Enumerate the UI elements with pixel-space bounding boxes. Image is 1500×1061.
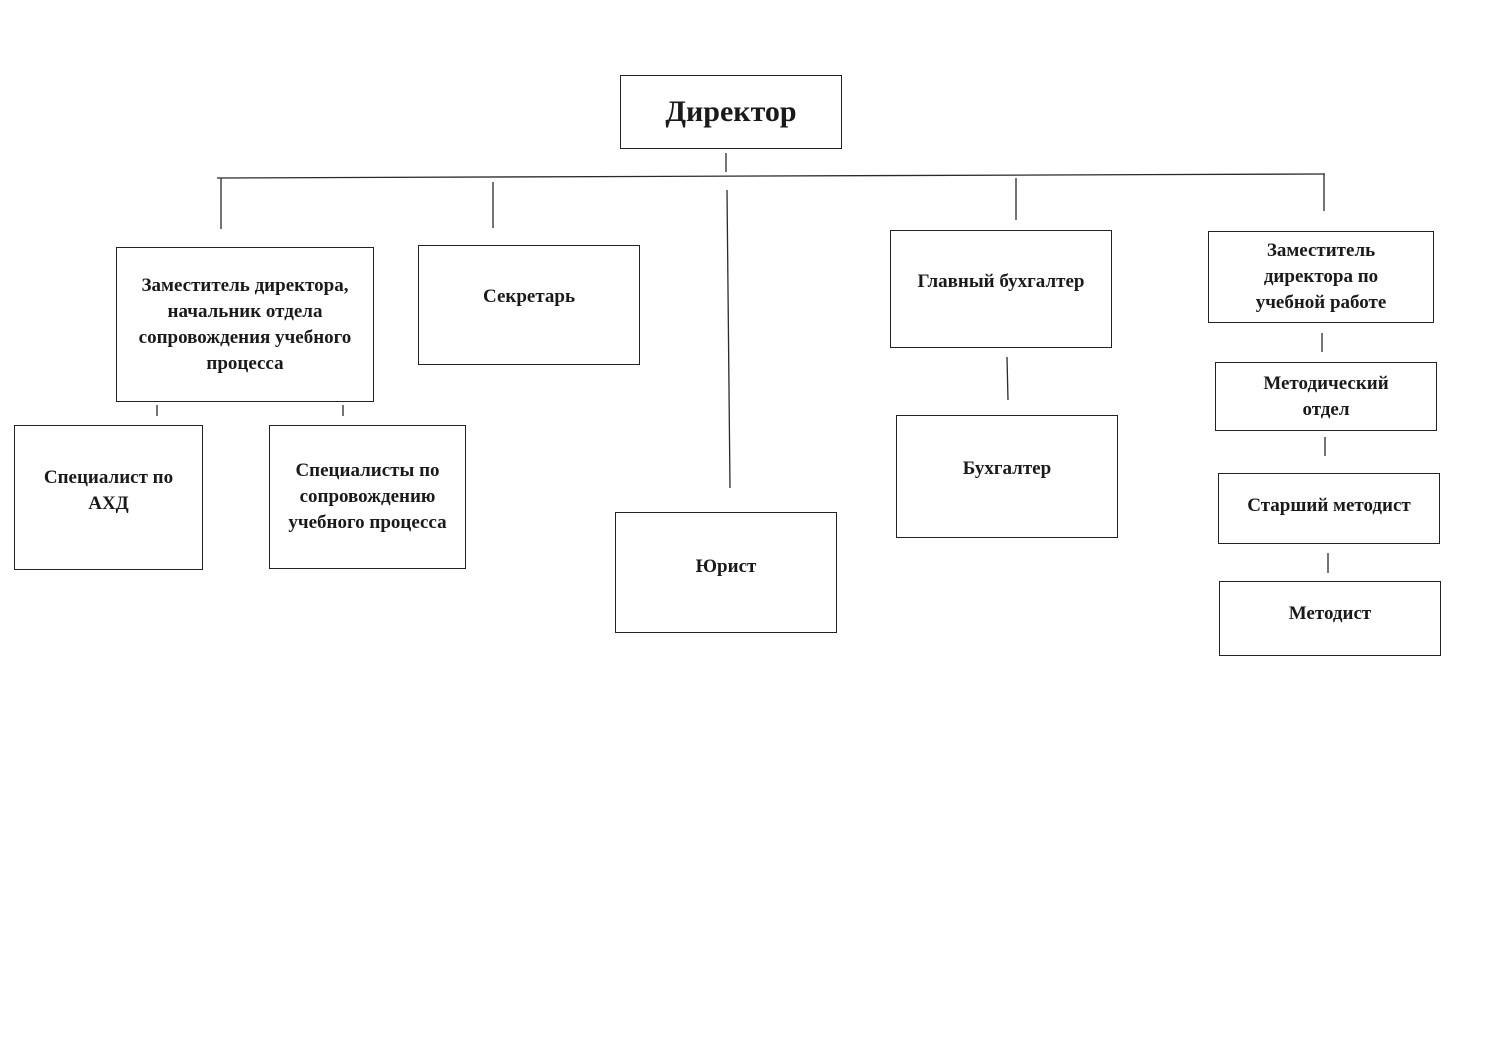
box-accountant: Бухгалтер: [896, 415, 1118, 538]
box-chief-accountant: Главный бухгалтер: [890, 230, 1112, 348]
box-director: Директор: [620, 75, 842, 149]
label-accountant: Бухгалтер: [962, 457, 1052, 479]
connector-to-accountant: [1006, 356, 1009, 401]
label-methodist: Методист: [1288, 602, 1372, 624]
box-deputy-support: Заместитель директора, начальник отдела …: [116, 247, 374, 402]
connector-main-bus: [216, 173, 1326, 179]
label-chief-accountant: Главный бухгалтер: [917, 271, 1085, 292]
label-lawyer: Юрист: [695, 555, 757, 577]
box-methodist: Методист: [1219, 581, 1441, 656]
connector-to-lawyer: [726, 189, 731, 489]
box-specialist-ahd: Специалист по АХД: [14, 425, 203, 570]
box-lawyer: Юрист: [615, 512, 837, 633]
label-deputy-support: Заместитель директора, начальник отдела …: [138, 274, 352, 374]
label-secretary: Секретарь: [482, 286, 575, 307]
label-specialists-support: Специалисты по сопровождению учебного пр…: [288, 460, 447, 533]
label-methodical-dept: Методический отдел: [1263, 372, 1389, 420]
box-secretary: Секретарь: [418, 245, 640, 365]
box-deputy-academic: Заместитель директора по учебной работе: [1208, 231, 1434, 323]
label-senior-methodist: Старший методист: [1247, 494, 1411, 516]
label-deputy-academic: Заместитель директора по учебной работе: [1255, 240, 1387, 313]
box-specialists-support: Специалисты по сопровождению учебного пр…: [269, 425, 466, 569]
label-director: Директор: [665, 95, 797, 128]
box-senior-methodist: Старший методист: [1218, 473, 1440, 544]
label-specialist-ahd: Специалист по АХД: [43, 466, 174, 514]
box-methodical-dept: Методический отдел: [1215, 362, 1437, 431]
